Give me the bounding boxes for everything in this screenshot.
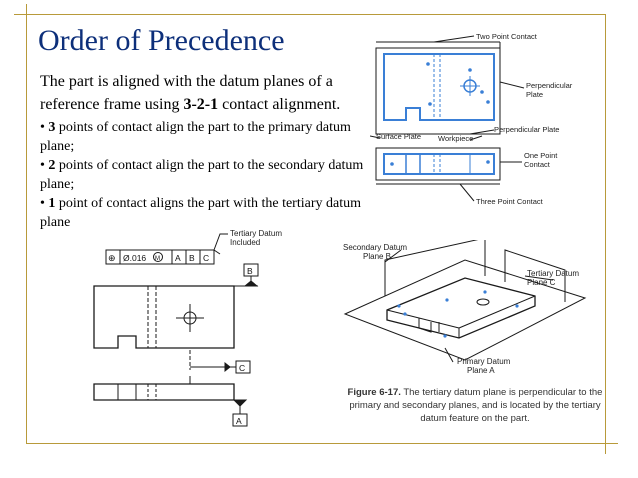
slide-title: Order of Precedence xyxy=(38,24,285,57)
bullet-text: point of contact aligns the part with th… xyxy=(40,196,361,230)
iso-hole xyxy=(476,298,490,306)
label-plane-a: Plane A xyxy=(467,366,495,375)
frame-tick xyxy=(26,4,27,14)
caption-text: The tertiary datum plane is perpendicula… xyxy=(349,387,603,424)
label-perpendicular-plate: Perpendicular xyxy=(526,81,573,90)
intro-text-end: contact alignment. xyxy=(218,96,341,113)
intro-bold: 3-2-1 xyxy=(183,96,219,113)
intro-paragraph: The part is aligned with the datum plane… xyxy=(40,70,385,116)
label-secondary-datum: Secondary Datum xyxy=(343,243,407,252)
bullet-number: 3 xyxy=(48,120,56,135)
label-two-point-contact: Two Point Contact xyxy=(476,32,538,41)
frame-right-line xyxy=(605,14,606,444)
label-primary-datum: Primary Datum xyxy=(457,357,511,366)
fcf-datum-a: A xyxy=(175,253,181,263)
isometric-datum-figure: Secondary Datum Plane B Tertiary Datum P… xyxy=(343,240,587,375)
fcf-modifier: M xyxy=(155,256,160,262)
frame-tick xyxy=(606,443,618,444)
label-plane-b: Plane B xyxy=(363,252,391,261)
label-workpiece: Workpiece xyxy=(438,134,473,143)
workpiece-iso xyxy=(386,277,536,339)
label-plate: Plate xyxy=(526,90,543,99)
datum-a-label: A xyxy=(236,416,242,426)
frame-tick xyxy=(14,14,26,15)
contact-alignment-figure: Two Point Contact Perpendicular Plate Su… xyxy=(370,32,573,206)
label-surface-plate: Surface Plate xyxy=(376,132,421,141)
bullet-number: 2 xyxy=(48,158,56,173)
front-view-outline xyxy=(375,147,501,181)
bullet-item: • 2 points of contact align the part to … xyxy=(40,156,385,194)
bullet-text: points of contact align the part to the … xyxy=(40,120,351,154)
datum-c-label: C xyxy=(239,363,245,373)
caption-figure-number: Figure 6-17. xyxy=(347,387,401,398)
label-plane-c: Plane C xyxy=(527,278,556,287)
bullet-item: • 1 point of contact aligns the part wit… xyxy=(40,194,385,232)
workpiece-front-view xyxy=(383,153,495,175)
datum-a-box xyxy=(232,413,248,427)
fcf-datum-c: C xyxy=(203,253,209,263)
intro-text: The part is aligned with the datum plane… xyxy=(40,73,333,113)
figure-caption: Figure 6-17. The tertiary datum plane is… xyxy=(335,386,615,425)
bullet-marker: • xyxy=(40,196,49,211)
frame-bottom-line xyxy=(26,443,606,444)
feature-control-frame xyxy=(105,249,215,265)
label-tertiary-datum-iso: Tertiary Datum xyxy=(527,269,579,278)
label-three-point-contact: Three Point Contact xyxy=(476,197,544,206)
datum-c-box xyxy=(235,360,251,374)
bullet-marker: • xyxy=(40,158,49,173)
label-contact: Contact xyxy=(524,160,551,169)
secondary-datum-plane xyxy=(384,240,486,296)
datum-drawing-figure: Tertiary Datum Included ⊕ Ø.016 M A B C … xyxy=(93,229,282,427)
frame-tick xyxy=(605,444,606,454)
perpendicular-plate-outline xyxy=(375,47,501,135)
bullet-number: 1 xyxy=(48,196,56,211)
part-top-view xyxy=(93,285,235,349)
bullet-text: points of contact align the part to the … xyxy=(40,158,364,192)
label-perpendicular-plate-b: Perpendicular Plate xyxy=(494,125,559,134)
slide-body: The part is aligned with the datum plane… xyxy=(40,70,385,232)
label-tertiary-datum: Tertiary Datum xyxy=(230,229,282,238)
workpiece-top-view xyxy=(383,53,495,121)
part-front-view xyxy=(93,383,235,401)
label-included: Included xyxy=(230,238,260,247)
fcf-datum-b: B xyxy=(189,253,195,263)
frame-top-line xyxy=(26,14,606,15)
bullet-item: • 3 points of contact align the part to … xyxy=(40,118,385,156)
label-one-point: One Point xyxy=(524,151,558,160)
primary-datum-plane xyxy=(343,259,587,361)
frame-left-line xyxy=(26,14,27,444)
fcf-tolerance: Ø.016 xyxy=(123,253,146,263)
datum-b-label: B xyxy=(247,266,253,276)
fcf-position-icon: ⊕ xyxy=(108,253,116,263)
tertiary-datum-plane xyxy=(504,249,566,302)
bullet-marker: • xyxy=(40,120,49,135)
